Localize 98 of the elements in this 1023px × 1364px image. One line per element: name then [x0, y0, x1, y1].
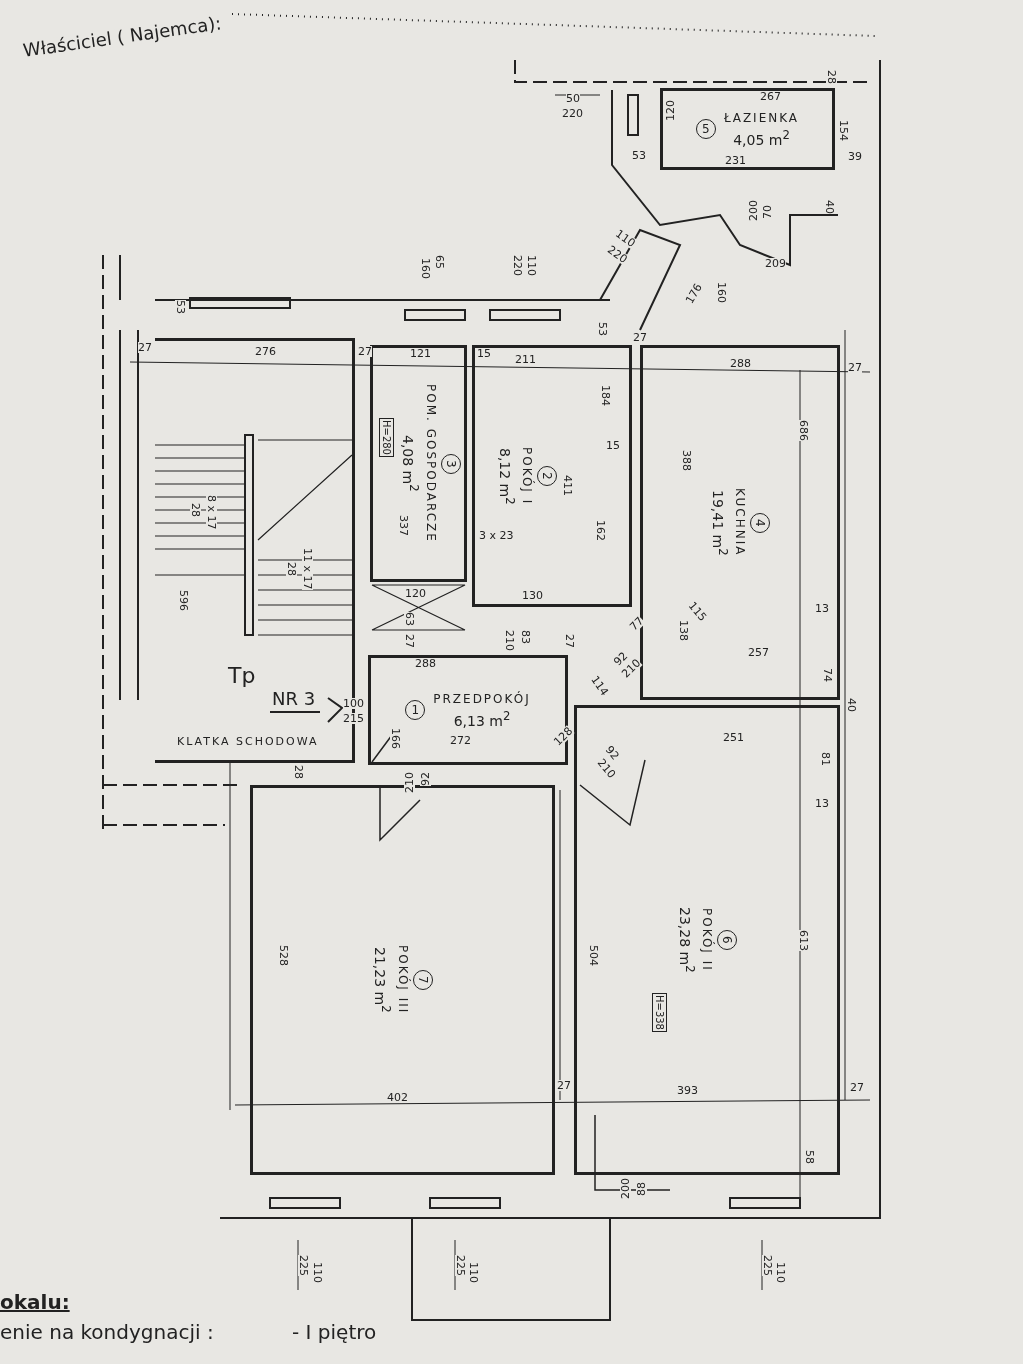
dimension-label: 251 — [723, 732, 744, 743]
apartment-number: NR 3 — [272, 690, 316, 708]
room-outline — [660, 88, 835, 170]
dimension-label: 272 — [450, 735, 471, 746]
dimension-label: 27 — [564, 634, 575, 648]
dimension-label: 15 — [477, 348, 491, 359]
dimension-label: 596 — [178, 590, 189, 611]
dimension-label: 110 — [526, 255, 537, 276]
dimension-label: 220 — [512, 255, 523, 276]
dimension-label: 63 — [404, 612, 415, 626]
dimension-label: 411 — [562, 475, 573, 496]
dimension-label: 28 — [286, 562, 297, 576]
dimension-label: 100 — [343, 698, 364, 709]
dimension-label: 15 — [606, 440, 620, 451]
owner-field-label: Właściciel ( Najemca): — [22, 14, 223, 60]
dimension-label: 120 — [665, 100, 676, 121]
dimension-label: 50 — [566, 93, 580, 104]
room-area-value: 4,05 m$^{2}$ — [733, 127, 790, 148]
dimension-label: 200 — [620, 1178, 631, 1199]
dimension-label: 3 x 23 — [479, 530, 514, 541]
dimension-label: 13 — [815, 603, 829, 614]
room-name: POKÓJ III — [395, 945, 410, 1015]
room-name: POKÓJ II — [700, 908, 715, 972]
dimension-label: 92 — [420, 772, 431, 786]
dimension-label: 504 — [588, 945, 599, 966]
form-heading: okalu: — [0, 1292, 70, 1312]
room-name: PRZEDPOKÓJ — [433, 691, 531, 706]
dimension-label: 231 — [725, 155, 746, 166]
dimension-label: 138 — [678, 620, 689, 641]
room-name: KUCHNIA — [733, 488, 748, 557]
dimension-label: 39 — [848, 151, 862, 162]
dimension-label: 337 — [398, 515, 409, 536]
dimension-label: 210 — [404, 772, 415, 793]
dimension-label: 209 — [765, 258, 786, 269]
dimension-label: 53 — [632, 150, 646, 161]
dimension-label: 225 — [455, 1255, 466, 1276]
room-outline — [574, 705, 840, 1175]
room-outline — [640, 345, 840, 700]
dimension-label: 83 — [520, 630, 531, 644]
dimension-label: 128 — [552, 725, 575, 748]
dimension-label: 388 — [681, 450, 692, 471]
form-field-label: enie na kondygnacji : — [0, 1322, 214, 1342]
dimension-label: 393 — [677, 1085, 698, 1096]
level-mark: Tp — [228, 665, 256, 687]
dimension-label: 528 — [278, 945, 289, 966]
dimension-label: 120 — [405, 588, 426, 599]
dimension-label: 81 — [820, 752, 831, 766]
dimension-label: 27 — [850, 1082, 864, 1093]
room-name: ŁAZIENKA — [723, 110, 800, 125]
dimension-label: 225 — [762, 1255, 773, 1276]
room-name: KLATKA SCHODOWA — [177, 735, 319, 748]
dimension-label: 686 — [798, 420, 809, 441]
dimension-label: 402 — [387, 1092, 408, 1103]
dimension-label: 130 — [522, 590, 543, 601]
dimension-label: 110 — [775, 1262, 786, 1283]
dimension-label: 65 — [434, 255, 445, 269]
dimension-label: 121 — [410, 348, 431, 359]
room-outline — [370, 345, 467, 582]
dimension-label: 211 — [515, 354, 536, 365]
dimension-label: 28 — [293, 765, 304, 779]
dimension-label: 162 — [595, 520, 606, 541]
dimension-label: 225 — [298, 1255, 309, 1276]
dimension-label: 200 — [748, 200, 759, 221]
dimension-label: 88 — [636, 1182, 647, 1196]
dimension-label: 215 — [343, 713, 364, 724]
dimension-label: 184 — [600, 385, 611, 406]
dimension-label: 220 — [562, 108, 583, 119]
dimension-label: 40 — [846, 698, 857, 712]
room-outline — [472, 345, 632, 607]
dimension-label: 160 — [420, 258, 431, 279]
room-area-value: 6,13 m$^{2}$ — [453, 708, 511, 729]
dimension-label: 257 — [748, 647, 769, 658]
dimension-label: 8 x 17 — [206, 495, 217, 530]
dimension-label: 40 — [824, 200, 835, 214]
dimension-label: 27 — [633, 332, 647, 343]
dimension-label: 11 x 17 — [302, 548, 313, 590]
room-name: POKÓJ I — [520, 446, 535, 506]
floor-value: - I piętro — [292, 1322, 377, 1342]
dimension-label: 70 — [762, 205, 773, 219]
dimension-label: 160 — [716, 282, 727, 303]
dimension-label: 53 — [175, 300, 186, 314]
dimension-label: 74 — [822, 668, 833, 682]
dimension-label: 288 — [415, 658, 436, 669]
dimension-label: 613 — [798, 930, 809, 951]
height-tag: H=338 — [652, 993, 667, 1032]
dimension-label: 77 — [628, 615, 646, 633]
dimension-label: 267 — [760, 91, 781, 102]
dimension-label: 28 — [190, 503, 201, 517]
dimension-label: 276 — [255, 346, 276, 357]
dimension-label: 166 — [390, 728, 401, 749]
dimension-label: 13 — [815, 798, 829, 809]
dimension-label: 210 — [504, 630, 515, 651]
dimension-label: 288 — [730, 358, 751, 369]
dimension-label: 110 — [312, 1262, 323, 1283]
height-tag: H=280 — [379, 418, 394, 457]
dimension-label: 110 — [468, 1262, 479, 1283]
dimension-label: 58 — [804, 1150, 815, 1164]
room-name: POM. GOSPODARCZE — [423, 384, 438, 543]
